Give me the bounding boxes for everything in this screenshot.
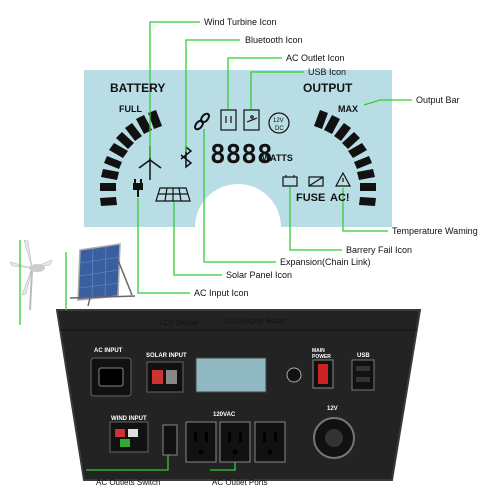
lcd-full-label: FULL [119, 104, 142, 114]
lcd-12v-dc-icon [268, 112, 290, 134]
lcd-ac-warn-label: AC! [330, 192, 350, 204]
panel-120vac-label: 120VAC [213, 412, 236, 418]
lcd-fuse-label: FUSE [296, 192, 326, 204]
panel-usb-label: USB [357, 353, 370, 359]
lcd-ac-input-icon [133, 179, 143, 197]
lcd-bluetooth-icon [180, 145, 193, 169]
callout-expansion: Expansion(Chain Link) [280, 257, 371, 267]
solar-panel-illustration [69, 243, 136, 307]
callout-battery-fail: Barrery Fail Icon [346, 245, 413, 255]
panel-main-power-label: MAIN POWER [312, 348, 331, 360]
device-panel [55, 309, 422, 481]
callout-ac-outlet-ports: AC Outlet Ports [212, 478, 268, 487]
lcd-ac-outlet-icon [220, 109, 237, 131]
lcd-screen [84, 70, 392, 227]
callout-bluetooth: Bluetooth Icon [245, 35, 303, 45]
panel-12v-label: 12V [327, 406, 338, 412]
wind-turbine-illustration [9, 239, 53, 311]
panel-ac-input-label: AC INPUT [94, 348, 123, 354]
callout-solar-panel: Solar Panel Icon [226, 270, 293, 280]
lcd-battery-icon [282, 175, 298, 187]
callout-ac-outlets-switch: AC Outlets Switch [96, 478, 161, 487]
lcd-battery-label: BATTERY [110, 81, 166, 95]
callout-usb: USB Icon [308, 67, 347, 77]
lcd-max-label: MAX [338, 104, 358, 114]
callout-temperature-warning: Temperature Waming [392, 226, 478, 236]
panel-wind-input-label: WIND INPUT [111, 416, 147, 422]
callout-wind-turbine: Wind Turbine Icon [204, 17, 277, 27]
output-bar [314, 110, 376, 206]
callout-lines [19, 21, 412, 471]
lcd-solar-panel-icon [155, 187, 191, 202]
lcd-digits: 8888 [210, 140, 273, 170]
lcd-dc-label: DC [275, 126, 284, 132]
lcd-usb-icon [243, 109, 260, 131]
lcd-warning-icon [334, 171, 352, 187]
lcd-chain-link-icon [194, 112, 210, 131]
lcd-12v-label: 12V [273, 118, 284, 124]
lcd-fuse-icon [308, 176, 324, 187]
lcd-watts-label: WATTS [262, 153, 293, 163]
callout-output-bar: Output Bar [416, 95, 460, 105]
battery-bar [100, 110, 162, 206]
callout-ac-input: AC Input Icon [194, 288, 249, 298]
callout-ac-outlet: AC Outlet Icon [286, 53, 345, 63]
callout-lcd-display: LCD Display [160, 320, 199, 327]
lcd-output-label: OUTPUT [303, 81, 353, 95]
callout-lcd-display-button: LCD Display Button [225, 318, 287, 325]
panel-solar-input-label: SOLAR INPUT [146, 353, 187, 359]
